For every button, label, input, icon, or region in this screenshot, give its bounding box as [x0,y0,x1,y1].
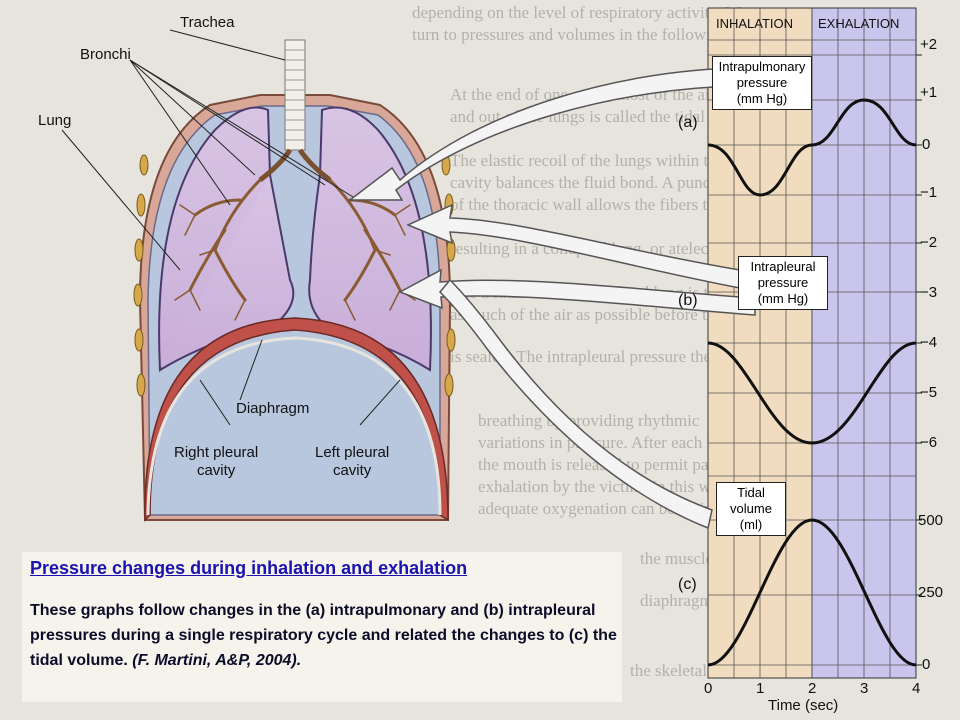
y-tick-label: 0 [922,136,931,153]
label-left-pleural-cavity: Left pleural cavity [315,444,390,479]
y-tick-label: −6 [920,434,938,451]
y-tick-label: −2 [920,234,938,251]
y-tick-label: +1 [920,84,938,101]
bronchial-tree [174,178,416,321]
label-diaphragm: Diaphragm [236,400,310,417]
x-tick-label: 4 [912,680,921,697]
caption-citation: (F. Martini, A&P, 2004). [127,652,302,669]
leader-lines [61,29,401,426]
y-tick-label: 0 [922,656,931,673]
box-intrapleural-pressure: Intrapleural pressure (mm Hg) [738,256,828,310]
arrow-to-pleural-b [406,203,741,289]
connector-arrows [347,67,756,530]
curve-intrapleural [707,341,917,445]
y-tick-label: 250 [918,584,944,601]
arrow-to-lung-intrapulmonary [347,67,741,201]
curve-intrapulmonary [707,98,917,197]
lung-diagram [61,29,457,522]
y-tick-label: 500 [918,512,944,529]
box-tidal-volume: Tidal volume (ml) [716,482,786,536]
x-tick-label: 2 [808,680,817,697]
x-tick-label: 0 [704,680,713,697]
caption-title: Pressure changes during inhalation and e… [30,558,468,578]
box-intrapulmonary-pressure: Intrapulmonary pressure (mm Hg) [712,56,812,110]
y-tick-label: −1 [920,184,938,201]
pressure-graph [707,7,922,679]
y-tick-label: −3 [920,284,938,301]
trachea [258,39,332,182]
diaphragm [144,317,449,522]
phase-label-exhalation: EXHALATION [818,16,900,31]
y-tick-marks [916,54,922,666]
arrow-to-lung-tidal [438,278,713,530]
panel-letter-a: (a) [678,114,698,131]
panel-letter-b: (b) [678,292,698,309]
label-right-pleural-cavity: Right pleural cavity [174,444,259,479]
caption-body: These graphs follow changes in the (a) i… [30,598,620,673]
y-tick-label: −5 [920,384,938,401]
caption-panel [22,552,622,702]
y-tick-label: −4 [920,334,938,351]
x-tick-label: 1 [756,680,765,697]
label-trachea: Trachea [180,14,235,31]
caption-text: These graphs follow changes in the (a) i… [30,602,617,669]
panel-letter-c: (c) [678,576,697,593]
ribs [133,154,457,397]
phase-label-inhalation: INHALATION [716,16,794,31]
x-axis-label: Time (sec) [768,697,839,714]
curve-tidal-volume [707,518,917,667]
label-lung: Lung [38,112,72,129]
label-bronchi: Bronchi [80,46,131,63]
y-tick-label: +2 [920,36,938,53]
arrow-to-pleural-a [398,268,756,316]
x-tick-label: 3 [860,680,869,697]
